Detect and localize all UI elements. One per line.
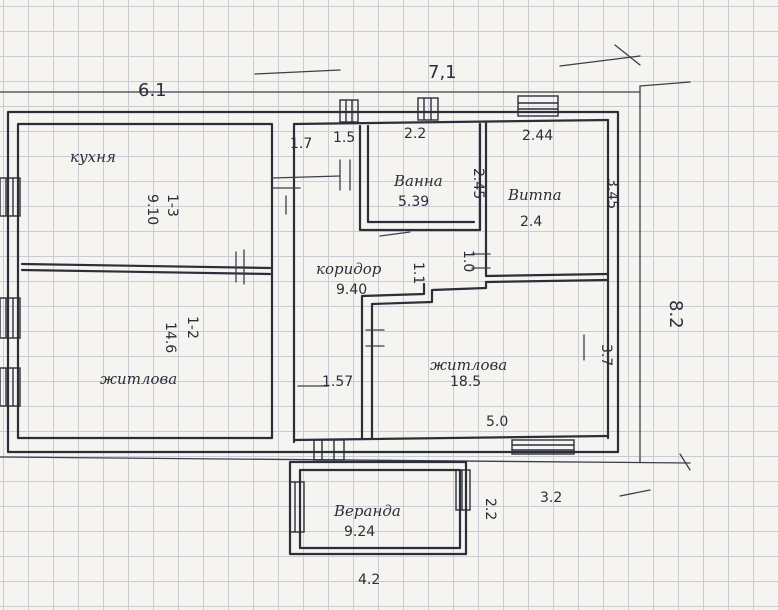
corridor-area: 9.40 (336, 282, 367, 298)
corridor-inner-walls (360, 282, 426, 440)
dim-veranda-offset: 3.2 (540, 490, 562, 506)
window-marks (0, 95, 575, 533)
kitchen-area: 9.10 (144, 194, 160, 225)
kitchen-living-partition (20, 262, 272, 270)
kitchen-living-partition-inner (20, 268, 272, 276)
wc-side: 1.7 (290, 136, 312, 152)
veranda-side: 2.2 (482, 498, 498, 520)
dim-left-width: 6.1 (138, 80, 167, 101)
veranda-inner-wall (298, 468, 462, 550)
living-right-area: 18.5 (450, 374, 481, 390)
building-outer-wall (6, 110, 620, 454)
top-dim-cross (614, 44, 641, 66)
bottom-dim-cross (679, 453, 691, 471)
bath-label: Ванна (393, 172, 443, 190)
left-block-wall (16, 122, 274, 440)
right-block-top-wall (292, 118, 610, 126)
living-left-area: 14.6 (162, 322, 178, 353)
top-dim-tick-left (254, 69, 341, 75)
living-left-number: 1-2 (184, 316, 200, 339)
dim-right-width: 7,1 (428, 62, 457, 83)
bath-walls (358, 122, 482, 232)
kitchen-label: кухня (70, 148, 116, 166)
pantry-side: 3.45 (604, 178, 620, 209)
kitchen-number: 1-3 (164, 194, 180, 217)
living-right-walls (370, 278, 610, 440)
corridor-note: 1.1 (410, 262, 426, 284)
pantry-width: 2.44 (522, 128, 553, 144)
living-right-side: 3.7 (598, 344, 614, 366)
corridor-door: 1.0 (460, 250, 476, 272)
door-marks (235, 159, 585, 387)
veranda-area: 9.24 (344, 524, 375, 540)
bath-area: 5.39 (398, 194, 429, 210)
dim-total-height: 8.2 (665, 300, 686, 329)
pantry-walls (484, 120, 610, 278)
pantry-area: 2.4 (520, 214, 542, 230)
right-dim-top (639, 81, 691, 87)
bath-width: 2.2 (404, 126, 426, 142)
right-block-bottom-wall (292, 434, 610, 442)
veranda-label: Веранда (333, 502, 401, 520)
dim-veranda-width: 4.2 (358, 572, 380, 588)
bath-side: 2.45 (470, 168, 486, 199)
living-right-label: житлова (430, 356, 507, 374)
corridor-width: 1.57 (322, 374, 353, 390)
bath-inner-walls (366, 124, 476, 224)
veranda-dim-tick (619, 489, 651, 497)
top-dim-tick-right (559, 55, 641, 67)
living-left-label: житлова (100, 370, 177, 388)
corridor-label: коридор (316, 260, 382, 278)
bottom-dimension-line (0, 456, 691, 464)
pantry-label: Витпа (507, 186, 562, 204)
wc-width: 1.5 (333, 130, 355, 146)
living-right-width: 5.0 (486, 414, 508, 430)
